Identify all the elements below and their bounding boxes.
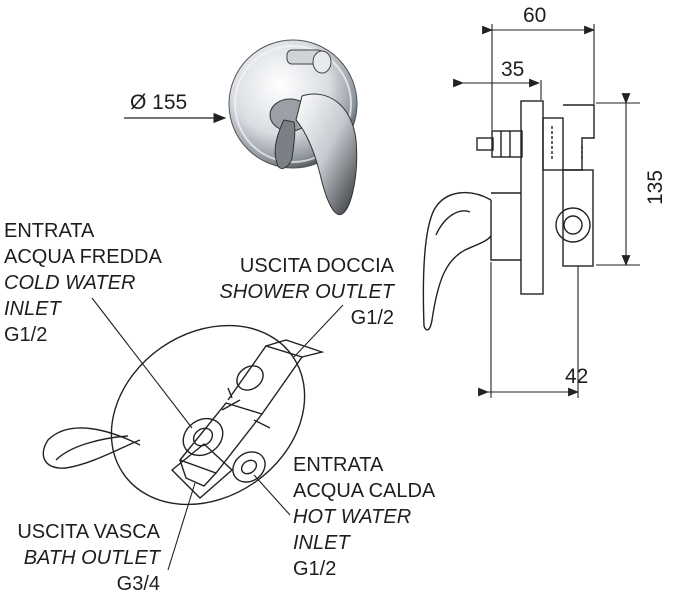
- diameter-label: Ø 155: [130, 91, 188, 114]
- cold-inlet-italian-2: ACQUA FREDDA: [4, 246, 162, 268]
- shower-outlet-size: G1/2: [350, 307, 394, 329]
- dimension-lines: [453, 24, 640, 398]
- callout-leaders: [91, 297, 344, 571]
- hot-water-inlet-label: ENTRATA ACQUA CALDA HOT WATER INLET G1/2: [293, 452, 435, 582]
- shower-outlet-label: USCITA DOCCIA SHOWER OUTLET G1/2: [196, 253, 394, 331]
- bath-outlet-english: BATH OUTLET: [23, 547, 160, 569]
- product-photo: [228, 39, 358, 215]
- dimension-depth-42: 42: [565, 365, 589, 388]
- cold-inlet-size: G1/2: [4, 324, 48, 346]
- hot-inlet-italian-1: ENTRATA: [293, 454, 384, 476]
- hot-inlet-size: G1/2: [293, 558, 337, 580]
- hot-inlet-italian-2: ACQUA CALDA: [293, 480, 436, 502]
- dimension-height-135: 135: [644, 169, 667, 205]
- side-view: [422, 100, 595, 331]
- shower-outlet-italian: USCITA DOCCIA: [239, 255, 394, 277]
- cold-inlet-english-2: INLET: [4, 298, 61, 320]
- bath-outlet-italian: USCITA VASCA: [17, 521, 160, 543]
- dimension-width-60: 60: [523, 4, 547, 27]
- cold-inlet-italian-1: ENTRATA: [4, 220, 95, 242]
- shower-outlet-english: SHOWER OUTLET: [219, 281, 394, 303]
- hot-inlet-english-2: INLET: [293, 532, 350, 554]
- dimension-width-35: 35: [501, 58, 525, 81]
- hot-inlet-english-1: HOT WATER: [293, 506, 412, 528]
- cold-inlet-english-1: COLD WATER: [4, 272, 136, 294]
- cold-water-inlet-label: ENTRATA ACQUA FREDDA COLD WATER INLET G1…: [4, 218, 162, 348]
- bath-outlet-size: G3/4: [116, 573, 160, 595]
- bath-outlet-label: USCITA VASCA BATH OUTLET G3/4: [0, 519, 160, 597]
